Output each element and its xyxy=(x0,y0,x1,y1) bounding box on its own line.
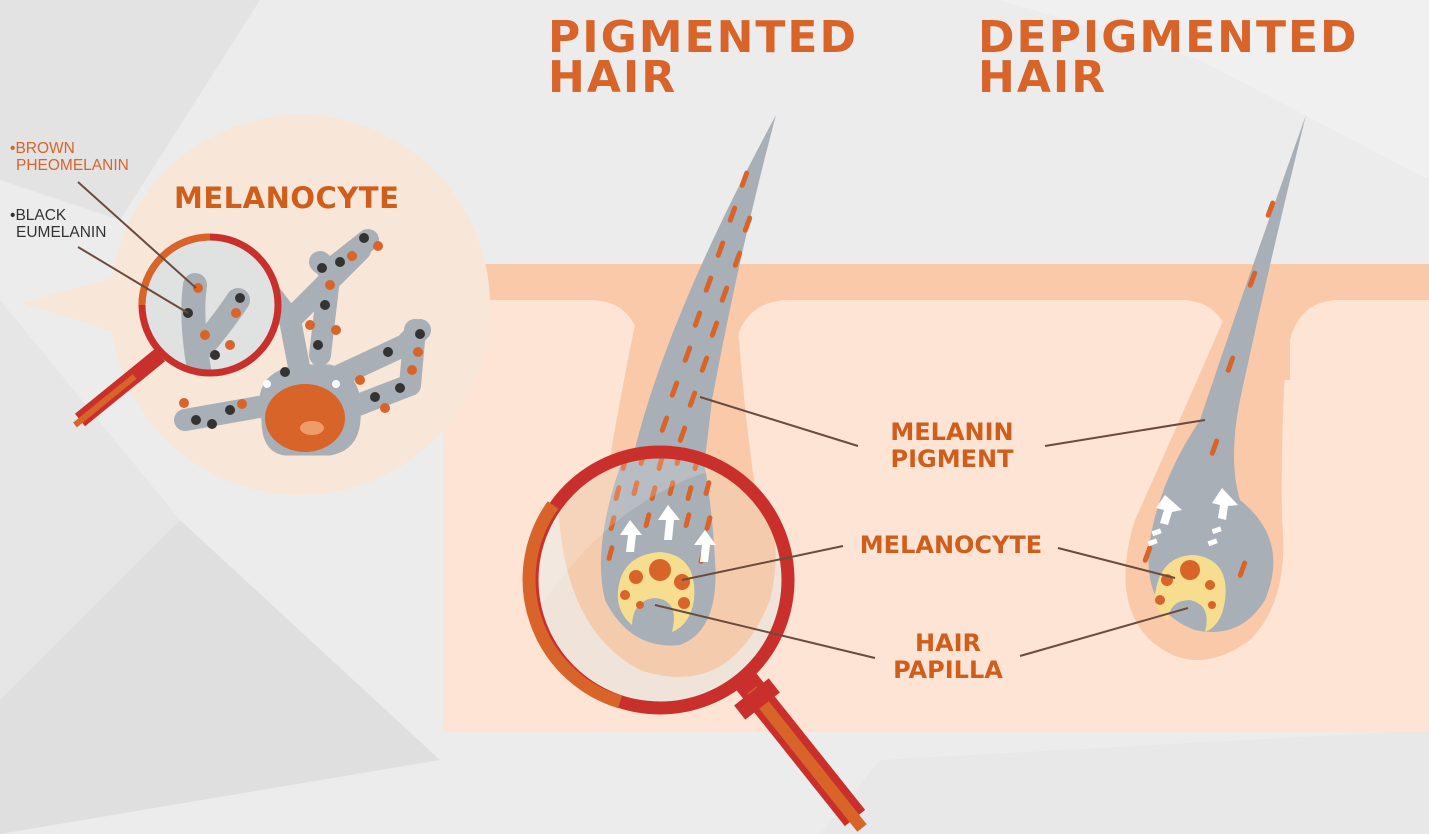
depigmented-hair-title: DEPIGMENTED HAIR xyxy=(978,18,1359,98)
pigmented-hair-title: PIGMENTED HAIR xyxy=(548,18,858,98)
legend-brown-pheomelanin: •BROWN PHEOMELANIN xyxy=(10,140,129,174)
legend-black-eumelanin: •BLACK EUMELANIN xyxy=(10,207,106,241)
label-melanin-pigment: MELANIN PIGMENT xyxy=(872,419,1032,473)
label-melanocyte: MELANOCYTE xyxy=(848,532,1054,559)
melanocyte-inset-title: MELANOCYTE xyxy=(174,182,399,214)
label-hair-papilla: HAIR PAPILLA xyxy=(878,630,1018,684)
